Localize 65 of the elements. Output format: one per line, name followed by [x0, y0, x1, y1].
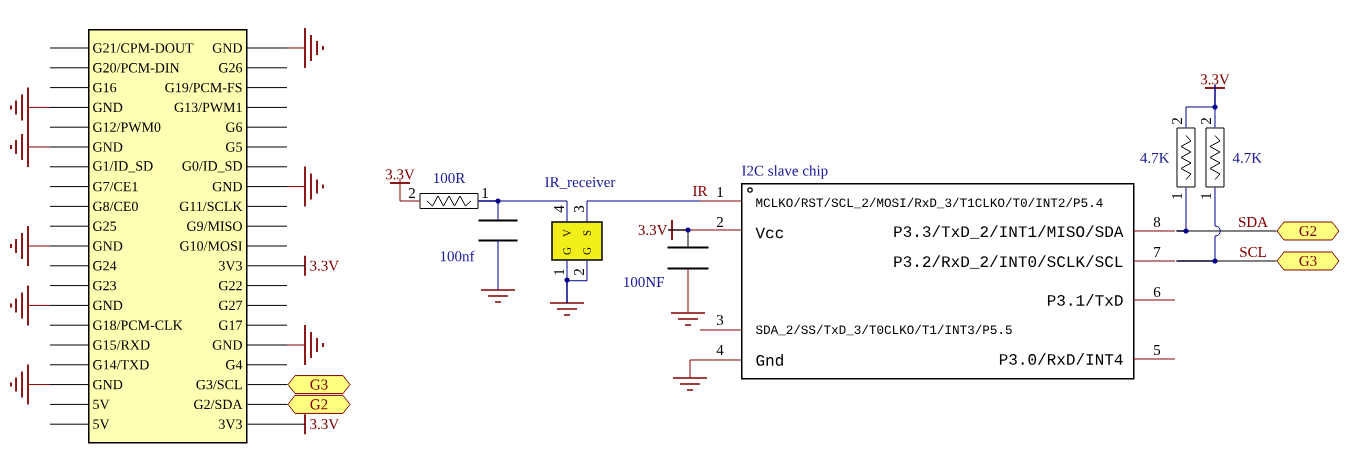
pin-number: 4 [554, 205, 564, 213]
pin-number: 4 [716, 345, 724, 355]
pin-number: 1 [1172, 193, 1182, 199]
wire [247, 423, 306, 425]
pin-label: V [563, 229, 571, 237]
power-port: 3.3V [304, 413, 339, 436]
pin-number: 5 [1154, 345, 1161, 355]
wire [247, 384, 288, 386]
power-port: 3.3V [1200, 74, 1230, 89]
pin-number: 2 [1172, 118, 1182, 125]
value-label: 4.7K [1232, 152, 1262, 164]
pin-number: 1 [554, 269, 564, 275]
ground-symbol [549, 302, 585, 316]
resistor-symbol [1176, 127, 1196, 188]
wire [1176, 260, 1277, 262]
pin-label: G [563, 247, 571, 255]
wire [566, 260, 588, 304]
wire [689, 359, 701, 379]
wire [667, 229, 689, 248]
value-label: 4.7K [1140, 152, 1170, 164]
pin-number: 1 [482, 188, 488, 198]
wire [247, 265, 306, 267]
resistor-symbol [1205, 127, 1225, 188]
wire [687, 268, 689, 314]
pin-label: S [583, 230, 591, 236]
pin-number: 7 [1154, 247, 1161, 257]
wire [478, 200, 568, 222]
net-label: G3 [1276, 251, 1340, 271]
capacitor-symbol [666, 246, 710, 270]
net-name: SDA [1237, 215, 1269, 229]
net-label: G2 [1276, 221, 1340, 241]
power-port: 3.3V [304, 254, 339, 277]
pin-number: 1 [1201, 193, 1211, 199]
value-label: 100R [434, 172, 466, 184]
ground-symbol [670, 312, 706, 326]
net-name: IR [691, 185, 709, 197]
power-port: 3.3V [638, 219, 673, 241]
pin-number: 3 [717, 314, 724, 326]
pin-number: 2 [574, 269, 584, 276]
capacitor-symbol [477, 219, 519, 242]
pin-number: 3 [573, 205, 585, 212]
pin-number: 2 [408, 188, 415, 198]
value-label: 100nf [440, 250, 475, 262]
net-label: G2 [287, 394, 351, 414]
wire [247, 403, 288, 405]
wire [1214, 84, 1216, 128]
ground-symbol [480, 289, 516, 303]
pin-number: 8 [1153, 216, 1161, 228]
value-label: 100NF [624, 276, 664, 288]
pin-number: 2 [716, 217, 723, 227]
wire [497, 240, 499, 291]
power-port: 3.3V [385, 169, 415, 184]
component-name: I2C slave chip [742, 165, 828, 179]
wire [399, 179, 420, 202]
pin-label: G [583, 247, 591, 255]
pin-number: 1 [717, 187, 723, 197]
pin-number: 6 [1153, 286, 1161, 298]
wire [586, 200, 701, 222]
resistor-symbol [419, 193, 479, 209]
net-label: G3 [287, 375, 351, 395]
component-name: IR_receiver [545, 177, 616, 189]
net-name: SCL [1238, 245, 1268, 259]
wire [1176, 230, 1277, 232]
pin-number: 2 [1201, 118, 1211, 125]
ground-symbol [672, 377, 708, 391]
